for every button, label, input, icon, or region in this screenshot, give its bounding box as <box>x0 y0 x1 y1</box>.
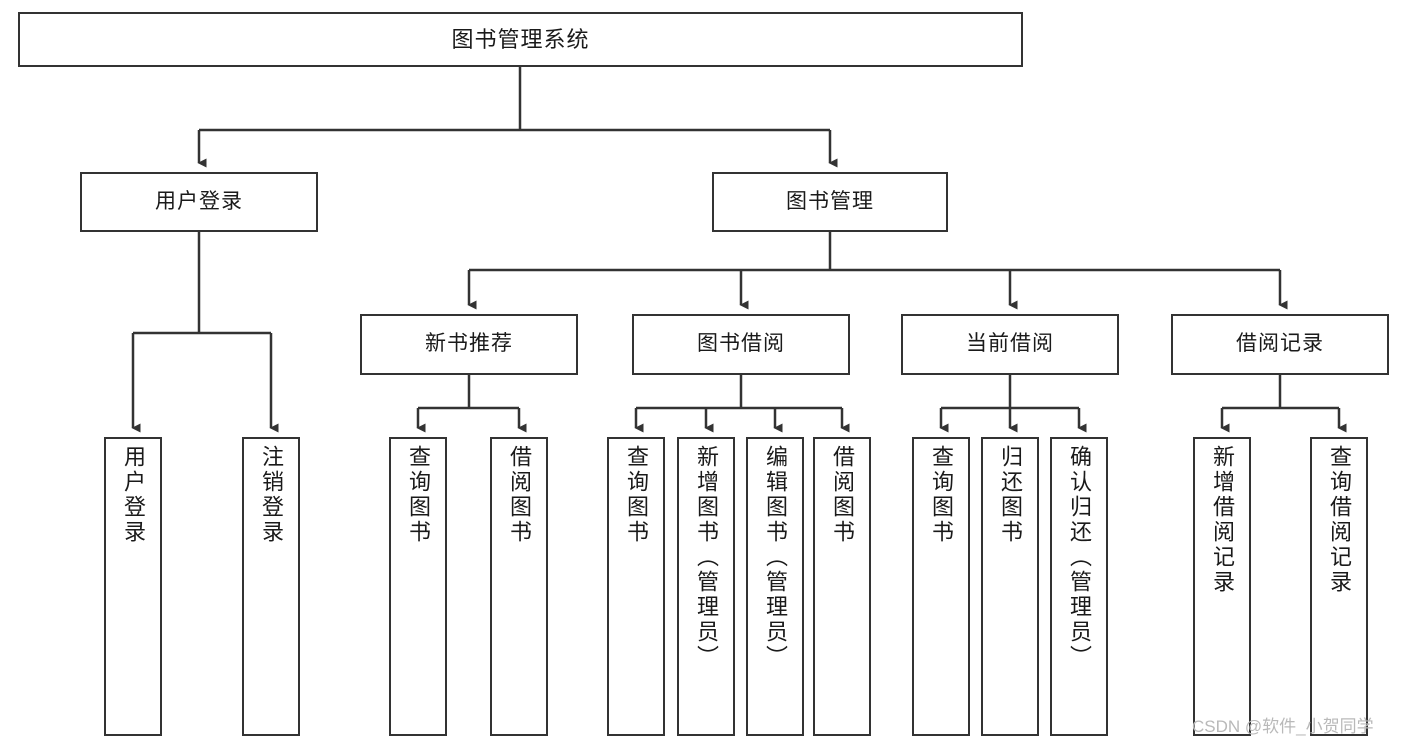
leaf-new-book-borrow[interactable]: 借阅图书 <box>490 437 548 736</box>
node-label: 新书推荐 <box>425 332 513 356</box>
leaf-borrow-edit-book-admin[interactable]: 编辑图书（管理员） <box>746 437 804 736</box>
node-borrow-record[interactable]: 借阅记录 <box>1171 314 1389 375</box>
node-label: 新增图书（管理员） <box>694 445 719 670</box>
node-label: 借阅记录 <box>1236 332 1324 356</box>
leaf-current-query-book[interactable]: 查询图书 <box>912 437 970 736</box>
node-label: 借阅图书 <box>830 445 855 545</box>
node-root-system[interactable]: 图书管理系统 <box>18 12 1023 67</box>
leaf-current-return-book[interactable]: 归还图书 <box>981 437 1039 736</box>
node-label: 用户登录 <box>155 189 243 213</box>
node-book-borrow[interactable]: 图书借阅 <box>632 314 850 375</box>
leaf-borrow-add-book-admin[interactable]: 新增图书（管理员） <box>677 437 735 736</box>
node-label: 图书借阅 <box>697 332 785 356</box>
node-label: 编辑图书（管理员） <box>763 445 788 670</box>
node-book-management[interactable]: 图书管理 <box>712 172 948 232</box>
node-user-login[interactable]: 用户登录 <box>80 172 318 232</box>
node-label: 注销登录 <box>259 445 284 545</box>
node-label: 图书管理系统 <box>451 26 590 52</box>
node-label: 查询图书 <box>624 445 649 545</box>
node-new-book-recommend[interactable]: 新书推荐 <box>360 314 578 375</box>
node-label: 查询图书 <box>406 445 431 545</box>
node-current-borrow[interactable]: 当前借阅 <box>901 314 1119 375</box>
node-label: 确认归还（管理员） <box>1067 445 1092 670</box>
node-label: 借阅图书 <box>507 445 532 545</box>
node-label: 新增借阅记录 <box>1210 445 1235 595</box>
leaf-record-query[interactable]: 查询借阅记录 <box>1310 437 1368 736</box>
leaf-borrow-query-book[interactable]: 查询图书 <box>607 437 665 736</box>
node-label: 查询图书 <box>929 445 954 545</box>
leaf-borrow-borrow-book[interactable]: 借阅图书 <box>813 437 871 736</box>
leaf-user-login-signout[interactable]: 注销登录 <box>242 437 300 736</box>
node-label: 用户登录 <box>121 445 146 545</box>
node-label: 图书管理 <box>786 189 874 213</box>
node-label: 归还图书 <box>998 445 1023 545</box>
leaf-user-login-signin[interactable]: 用户登录 <box>104 437 162 736</box>
leaf-current-confirm-return-admin[interactable]: 确认归还（管理员） <box>1050 437 1108 736</box>
leaf-new-book-query[interactable]: 查询图书 <box>389 437 447 736</box>
node-label: 查询借阅记录 <box>1327 445 1352 595</box>
node-label: 当前借阅 <box>966 332 1054 356</box>
leaf-record-add[interactable]: 新增借阅记录 <box>1193 437 1251 736</box>
